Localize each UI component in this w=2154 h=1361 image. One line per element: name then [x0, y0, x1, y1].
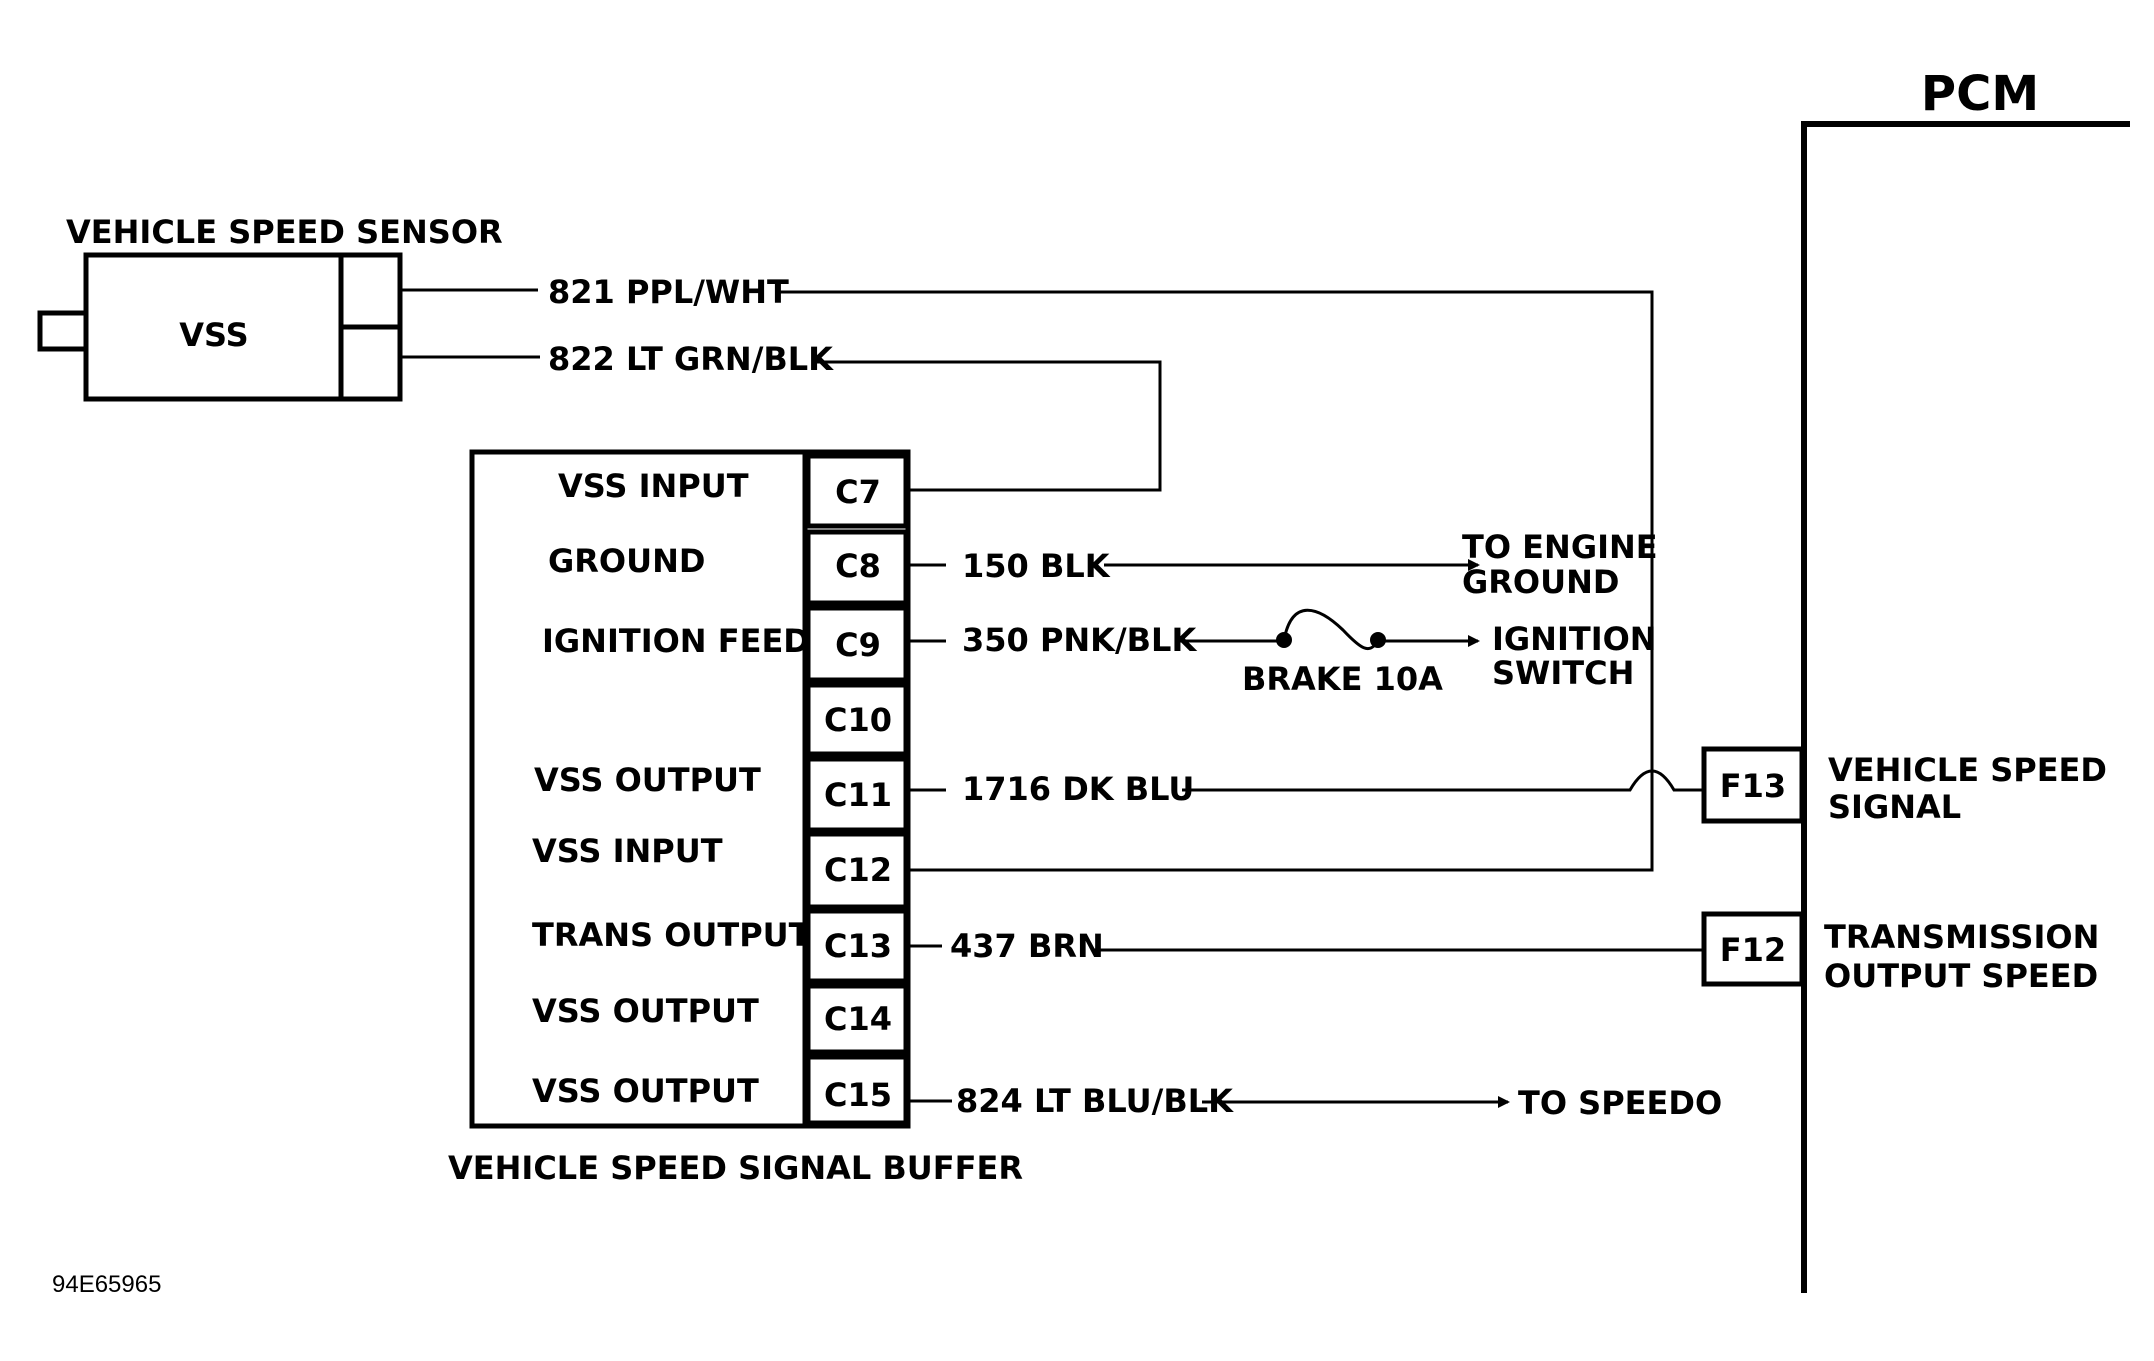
- buffer-function-c11: VSS OUTPUT: [534, 761, 761, 799]
- pin-box-c9: [805, 605, 909, 683]
- pin-box-c13: [805, 908, 909, 984]
- pin-label-c8: C8: [835, 547, 881, 585]
- pin-box-c8: [805, 529, 909, 606]
- buffer-function-c9: IGNITION FEED: [542, 622, 810, 660]
- pcm-boundary: [1801, 121, 2130, 1293]
- fuse-terminal-left: [1276, 632, 1292, 648]
- wire-1716-route: [1182, 769, 1704, 792]
- wire-350-label: 350 PNK/BLK: [962, 621, 1197, 659]
- speedo-label: TO SPEEDO: [1518, 1084, 1722, 1122]
- pcm-f13-desc-line-1: VEHICLE SPEED: [1828, 751, 2107, 789]
- sensor-title: VEHICLE SPEED SENSOR: [66, 213, 503, 251]
- engine-ground-line-2: GROUND: [1462, 563, 1619, 601]
- buffer-function-c8: GROUND: [548, 542, 705, 580]
- pin-box-c11: [805, 756, 909, 833]
- sensor-label: VSS: [179, 316, 248, 354]
- pcm-title: PCM: [1921, 66, 2039, 122]
- sensor-shaft: [37, 310, 89, 352]
- wire-821-label: 821 PPL/WHT: [548, 273, 789, 311]
- pin-box-c14: [805, 983, 909, 1055]
- pin-label-c15: C15: [824, 1076, 892, 1114]
- pcm-pin-label-f13: F13: [1720, 767, 1786, 805]
- pin-label-c14: C14: [824, 1000, 892, 1038]
- wire-822-route: [813, 360, 1162, 492]
- pcm-f13-desc-line-2: SIGNAL: [1828, 788, 1961, 826]
- pin-box-c10: [805, 682, 909, 757]
- buffer-function-c13: TRANS OUTPUT: [532, 916, 811, 954]
- buffer-title: VEHICLE SPEED SIGNAL BUFFER: [448, 1149, 1023, 1187]
- wire-822-label: 822 LT GRN/BLK: [548, 340, 834, 378]
- ignition-switch-line-1: IGNITION: [1492, 620, 1657, 658]
- brake-fuse-symbol: [1282, 608, 1380, 651]
- engine-ground-line-1: TO ENGINE: [1462, 528, 1658, 566]
- pcm-pin-box-f12: [1701, 911, 1805, 987]
- pin-box-c7: [805, 453, 909, 529]
- pin-label-c11: C11: [824, 776, 892, 814]
- wire-821-route: [775, 290, 1654, 872]
- pcm-pin-label-f12: F12: [1720, 931, 1786, 969]
- pcm-f12-desc-line-1: TRANSMISSION: [1824, 918, 2099, 956]
- pin-label-c7: C7: [835, 473, 881, 511]
- buffer-function-c7: VSS INPUT: [558, 467, 749, 505]
- wire-437-label: 437 BRN: [950, 927, 1104, 965]
- wire-824-label: 824 LT BLU/BLK: [956, 1082, 1234, 1120]
- figure-id: 94E65965: [52, 1271, 161, 1298]
- buffer-function-c14: VSS OUTPUT: [532, 992, 759, 1030]
- pin-box-c15: [805, 1054, 909, 1126]
- pin-box-c12: [805, 831, 909, 910]
- buffer-function-c12: VSS INPUT: [532, 832, 723, 870]
- ignition-switch-line-2: SWITCH: [1492, 654, 1634, 692]
- pcm-pin-box-f13: [1701, 746, 1805, 824]
- pin-label-c9: C9: [835, 626, 881, 664]
- pin-label-c12: C12: [824, 851, 892, 889]
- pcm-f12-desc-line-2: OUTPUT SPEED: [1824, 957, 2098, 995]
- fuse-label: BRAKE 10A: [1242, 660, 1443, 698]
- pin-label-c13: C13: [824, 927, 892, 965]
- buffer-function-c15: VSS OUTPUT: [532, 1072, 759, 1110]
- wire-1716-label: 1716 DK BLU: [962, 770, 1194, 808]
- pin-label-c10: C10: [824, 701, 892, 739]
- wire-150-label: 150 BLK: [962, 547, 1111, 585]
